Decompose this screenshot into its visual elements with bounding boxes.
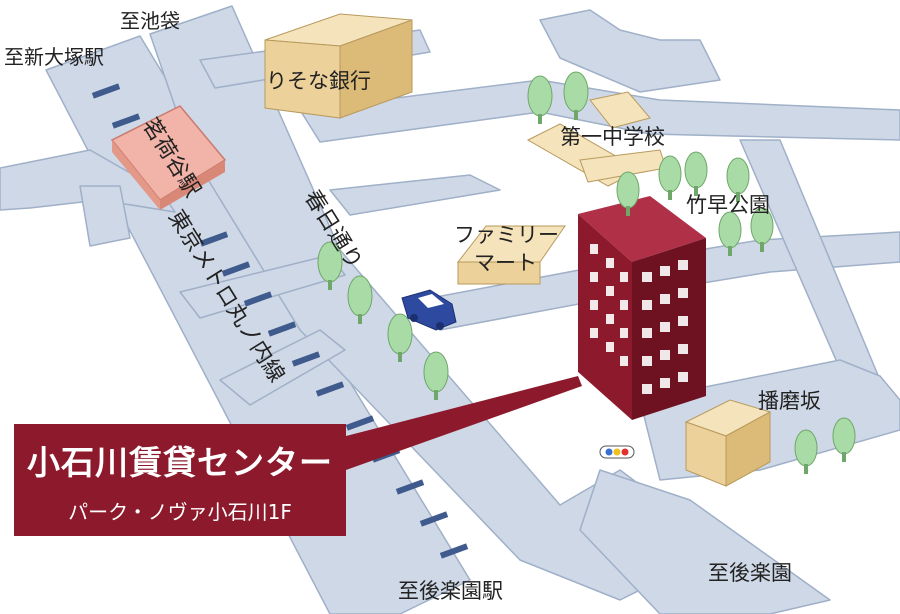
label-to-korakuen: 至後楽園 — [708, 561, 792, 585]
harimazaka-building — [684, 399, 772, 487]
road-bottom — [579, 469, 831, 614]
road-middle — [329, 174, 501, 216]
office-name: 小石川賃貸センター — [27, 443, 333, 482]
office-location: パーク・ノヴァ小石川1F — [68, 500, 292, 524]
label-resona-bank: りそな銀行 — [266, 69, 371, 93]
label-to-korakuen-station: 至後楽園駅 — [398, 579, 503, 603]
label-takehaya-park: 竹早公園 — [686, 193, 770, 217]
school-buildings — [526, 91, 667, 187]
road-top-right — [539, 9, 721, 93]
road-left-branch — [79, 185, 131, 247]
office-callout: 小石川賃貸センター パーク・ノヴァ小石川1F — [14, 424, 346, 536]
resona-bank-building — [264, 13, 413, 119]
label-to-shinotsuka: 至新大塚駅 — [4, 45, 104, 69]
callout-pointer — [346, 376, 582, 470]
label-harimazaka: 播磨坂 — [758, 389, 821, 413]
tree-icon — [317, 71, 856, 474]
road-left — [0, 149, 176, 213]
family-mart-building — [456, 225, 566, 285]
road-station-cross — [179, 254, 346, 319]
label-daiichi-jhs: 第一中学校 — [560, 125, 665, 149]
traffic-light-icon — [599, 445, 635, 459]
label-family-mart-2: マート — [474, 251, 537, 275]
road-station-lower — [219, 329, 346, 406]
car-icon — [401, 289, 457, 331]
label-to-ikebukuro: 至池袋 — [120, 9, 180, 33]
label-family-mart-1: ファミリー — [454, 223, 559, 247]
building-icon — [578, 196, 706, 420]
myogadani-station-building — [110, 105, 227, 210]
